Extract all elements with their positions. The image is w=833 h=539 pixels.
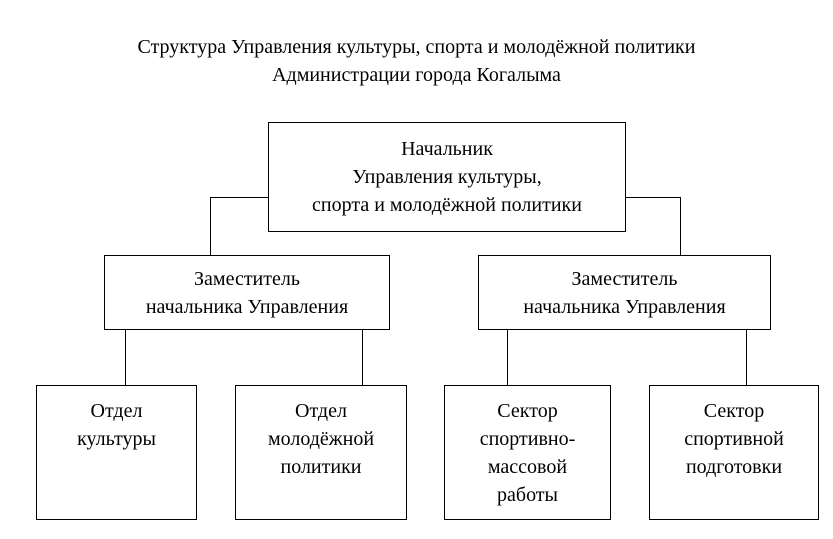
- unit-mass-sport-line-1: Сектор: [497, 400, 558, 422]
- unit-box-mass-sport: Сектор спортивно- массовой работы: [444, 385, 611, 520]
- connector-deputy-left-to-youth: [362, 329, 363, 386]
- unit-sport-training-line-2: спортивной: [684, 428, 784, 450]
- head-line-2: Управления культуры,: [352, 166, 542, 188]
- deputy-right-line-2: начальника Управления: [523, 295, 726, 318]
- unit-mass-sport-line-3: массовой: [487, 456, 568, 478]
- deputy-left-line-2: начальника Управления: [145, 295, 349, 318]
- unit-box-sport-training: Сектор спортивной подготовки: [649, 385, 819, 520]
- diagram-title-line-1: Структура Управления культуры, спорта и …: [137, 36, 696, 58]
- unit-culture-line-1: Отдел: [90, 400, 143, 422]
- unit-youth-line-3: политики: [280, 456, 362, 478]
- diagram-title-line-2: Администрации города Когалыма: [272, 64, 561, 86]
- connector-deputy-left-to-culture: [125, 329, 126, 386]
- deputy-box-right: Заместитель начальника Управления: [478, 255, 771, 330]
- unit-mass-sport-line-4: работы: [497, 484, 558, 506]
- unit-culture-line-2: культуры: [77, 428, 156, 450]
- connector-head-left-drop: [210, 197, 211, 255]
- deputy-box-left: Заместитель начальника Управления: [104, 255, 390, 330]
- head-box: Начальник Управления культуры, спорта и …: [268, 122, 626, 232]
- head-line-3: спорта и молодёжной политики: [312, 194, 582, 216]
- unit-mass-sport-line-2: спортивно-: [479, 428, 576, 450]
- unit-youth-line-1: Отдел: [295, 400, 347, 422]
- connector-head-right-drop: [680, 197, 681, 255]
- connector-head-left: [210, 197, 269, 198]
- connector-head-right: [625, 197, 681, 198]
- unit-youth-line-2: молодёжной: [267, 428, 375, 450]
- deputy-right-line-1: Заместитель: [571, 267, 678, 290]
- unit-sport-training-line-3: подготовки: [685, 456, 783, 478]
- deputy-left-line-1: Заместитель: [194, 267, 300, 290]
- unit-sport-training-line-1: Сектор: [703, 400, 765, 422]
- unit-box-youth-policy: Отдел молодёжной политики: [235, 385, 407, 520]
- unit-box-culture: Отдел культуры: [36, 385, 197, 520]
- head-line-1: Начальник: [401, 138, 493, 160]
- connector-deputy-right-to-sport-training: [746, 329, 747, 386]
- connector-deputy-right-to-mass-sport: [507, 329, 508, 386]
